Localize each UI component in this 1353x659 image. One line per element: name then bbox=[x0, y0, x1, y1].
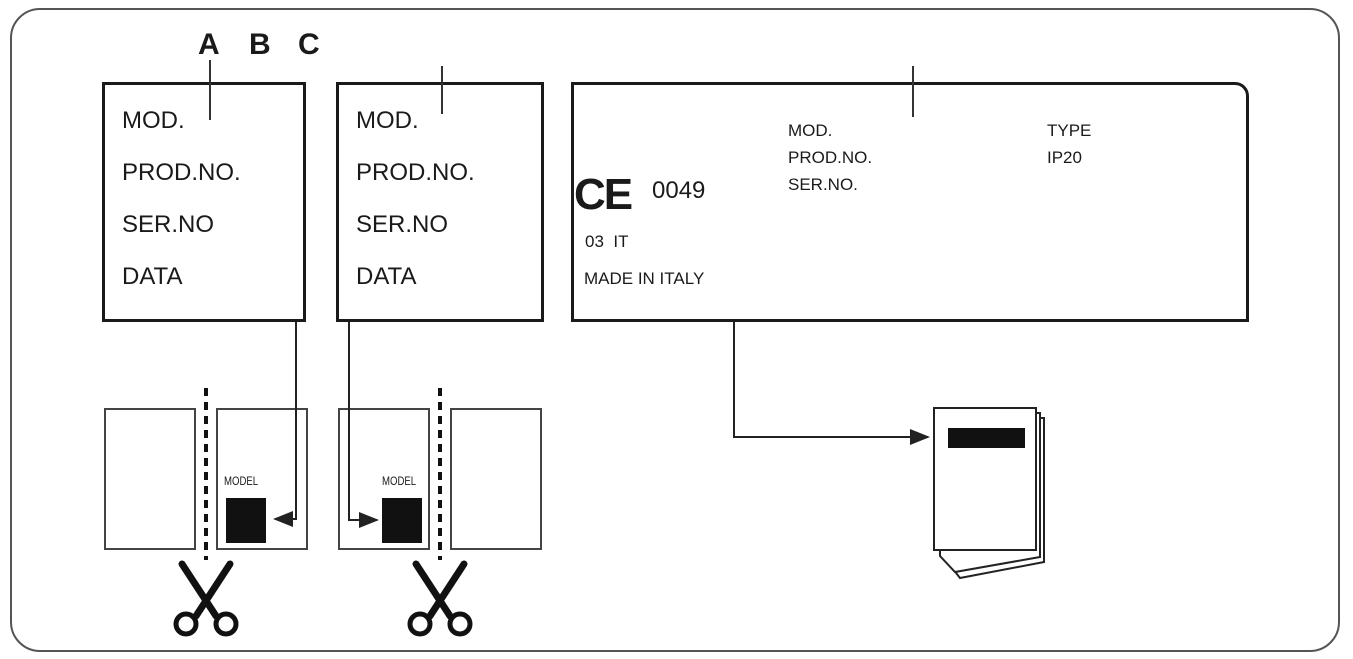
label-mod: MOD. bbox=[122, 107, 185, 134]
card-model-text: MODEL bbox=[382, 474, 417, 488]
label-data: DATA bbox=[122, 263, 183, 290]
plate-prod-no: PROD.NO. bbox=[788, 148, 873, 167]
rating-plate bbox=[571, 82, 1249, 322]
plate-ip20: IP20 bbox=[1047, 148, 1082, 167]
card-1-left bbox=[104, 408, 196, 550]
marker-a: A bbox=[198, 28, 220, 61]
label-box-2: MOD. PROD.NO. SER.NO DATA bbox=[336, 82, 544, 322]
card-2-left: MODEL bbox=[338, 408, 430, 550]
card-model-text: MODEL bbox=[224, 474, 259, 488]
plate-ser-no: SER.NO. bbox=[788, 175, 858, 194]
year-country: 03 IT bbox=[585, 232, 629, 251]
model-sticker bbox=[382, 498, 422, 543]
label-ser-no: SER.NO bbox=[356, 211, 449, 238]
label-prod-no: PROD.NO. bbox=[356, 159, 475, 186]
label-prod-no: PROD.NO. bbox=[122, 159, 241, 186]
card-2-right bbox=[450, 408, 542, 550]
arrow-label1-to-card bbox=[273, 322, 297, 527]
ce-mark: CE bbox=[574, 170, 633, 219]
arrow-label2-to-card bbox=[348, 322, 379, 528]
scissors-icon bbox=[173, 560, 239, 637]
model-sticker bbox=[226, 498, 266, 543]
plate-type: TYPE bbox=[1047, 121, 1092, 140]
label-box-1: MOD. PROD.NO. SER.NO DATA bbox=[102, 82, 306, 322]
manual-booklet-icon bbox=[933, 407, 1045, 580]
marker-b: B bbox=[249, 28, 271, 61]
plate-mod: MOD. bbox=[788, 121, 833, 140]
marker-c: C bbox=[298, 28, 320, 61]
label-mod: MOD. bbox=[356, 107, 419, 134]
arrow-plate-to-manual bbox=[733, 322, 930, 445]
diagram-frame bbox=[10, 8, 1340, 652]
ce-number: 0049 bbox=[652, 177, 706, 204]
made-in-italy: MADE IN ITALY bbox=[584, 269, 705, 288]
label-data: DATA bbox=[356, 263, 417, 290]
scissors-icon bbox=[407, 560, 473, 637]
label-ser-no: SER.NO bbox=[122, 211, 215, 238]
